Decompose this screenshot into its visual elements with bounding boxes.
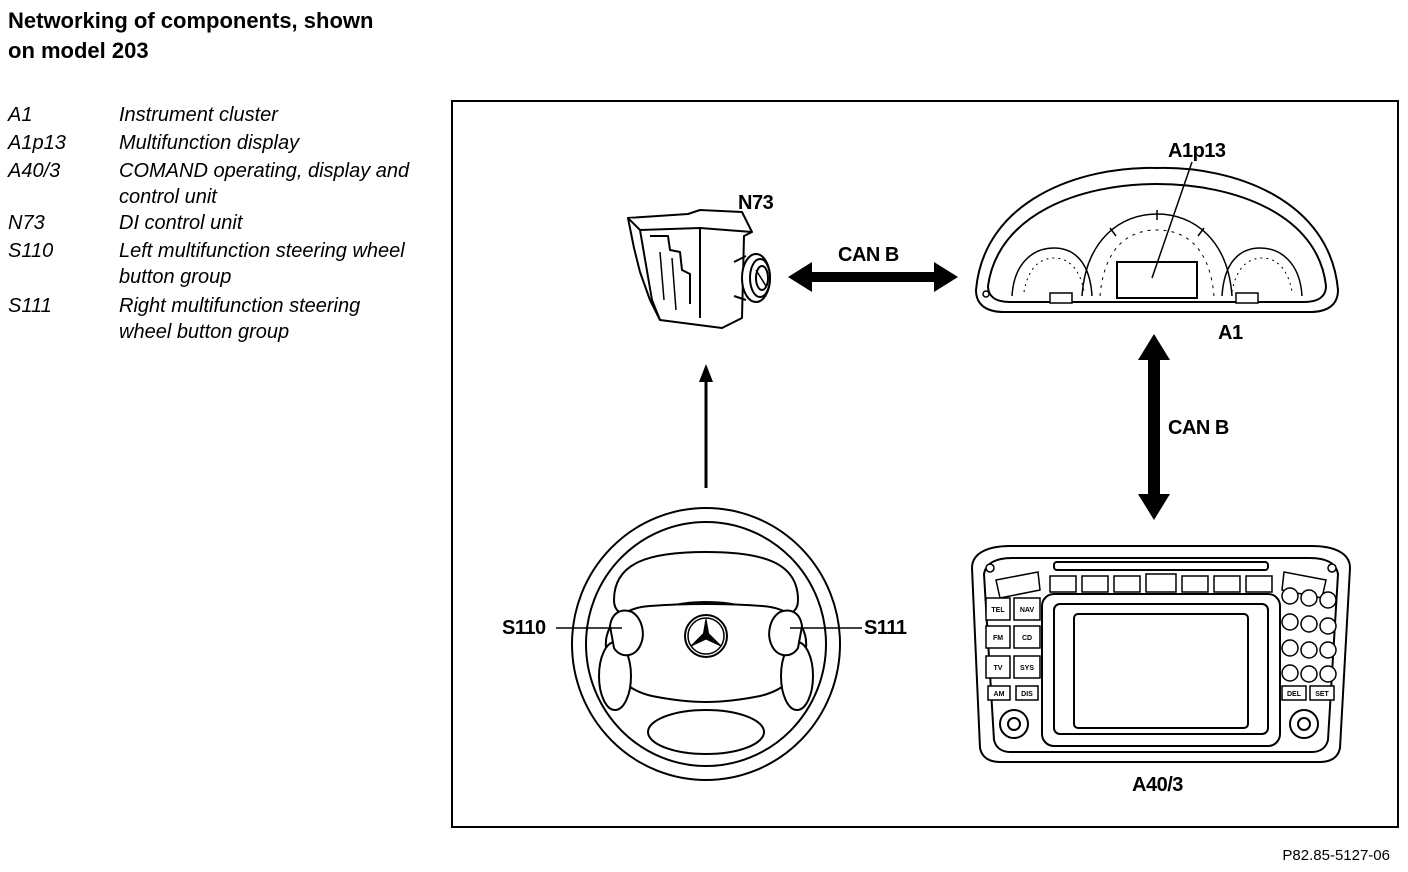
- legend-desc-line: button group: [119, 266, 232, 288]
- label-a40-3: A40/3: [1132, 774, 1183, 796]
- label-s111: S111: [864, 617, 907, 639]
- title-line-2: on model 203: [8, 38, 149, 63]
- legend-desc: Right multifunction steering wheel butto…: [119, 293, 360, 345]
- comand-btn-fm: FM: [993, 635, 1003, 642]
- legend-code: A1: [8, 104, 33, 126]
- legend-code: A40/3: [8, 160, 61, 182]
- instrument-cluster-a1-drawing: [974, 161, 1340, 313]
- comand-btn-am: AM: [994, 691, 1005, 698]
- legend-desc-line: DI control unit: [119, 212, 243, 234]
- legend-desc: Multifunction display: [119, 130, 299, 156]
- label-can-b-horizontal: CAN B: [838, 244, 899, 266]
- legend-code: N73: [8, 212, 45, 234]
- legend-desc-line: Right multifunction steering: [119, 295, 361, 317]
- comand-button-labels: TEL NAV FM CD TV SYS AM DIS DEL SET: [991, 607, 1329, 698]
- label-can-b-vertical: CAN B: [1168, 417, 1229, 439]
- can-b-arrow-vertical: [1138, 334, 1170, 520]
- title-line-1: Networking of components, shown: [8, 8, 374, 33]
- legend-code: S110: [8, 240, 54, 262]
- comand-btn-tv: TV: [994, 665, 1003, 672]
- comand-btn-del: DEL: [1287, 691, 1302, 698]
- label-n73: N73: [738, 192, 774, 214]
- legend-desc: Left multifunction steering wheel button…: [119, 238, 405, 290]
- figure-reference-number: P82.85-5127-06: [1282, 847, 1390, 864]
- comand-btn-tel: TEL: [991, 607, 1005, 614]
- legend-desc-line: COMAND operating, display and: [119, 160, 410, 182]
- diagram-frame: [451, 100, 1399, 828]
- legend-desc-line: Instrument cluster: [119, 104, 278, 126]
- legend-desc-line: control unit: [119, 186, 217, 208]
- label-a1: A1: [1218, 322, 1243, 344]
- legend-code: S111: [8, 295, 52, 317]
- legend-code: A1p13: [8, 132, 66, 154]
- steering-wheel-drawing: [556, 507, 862, 781]
- comand-btn-dis: DIS: [1021, 691, 1033, 698]
- legend-desc: DI control unit: [119, 210, 242, 236]
- label-a1p13: A1p13: [1168, 140, 1226, 162]
- page-title: Networking of components, shown on model…: [8, 6, 373, 66]
- n73-control-unit-drawing: [627, 209, 771, 329]
- comand-btn-cd: CD: [1022, 635, 1032, 642]
- can-b-arrow-horizontal: [788, 262, 958, 292]
- legend-desc: Instrument cluster: [119, 102, 278, 128]
- legend-desc: COMAND operating, display and control un…: [119, 158, 409, 210]
- legend-desc-line: Left multifunction steering wheel: [119, 240, 405, 262]
- comand-btn-sys: SYS: [1020, 665, 1034, 672]
- comand-btn-nav: NAV: [1020, 607, 1035, 614]
- comand-left-button-grid: [985, 597, 1041, 701]
- label-s110: S110: [502, 617, 546, 639]
- comand-unit-a40-3-drawing: [970, 545, 1352, 763]
- comand-btn-set: SET: [1315, 691, 1329, 698]
- legend-desc-line: wheel button group: [119, 321, 290, 343]
- steering-to-n73-arrow: [699, 364, 713, 488]
- comand-keypad: [1281, 587, 1337, 701]
- legend-desc-line: Multifunction display: [119, 132, 300, 154]
